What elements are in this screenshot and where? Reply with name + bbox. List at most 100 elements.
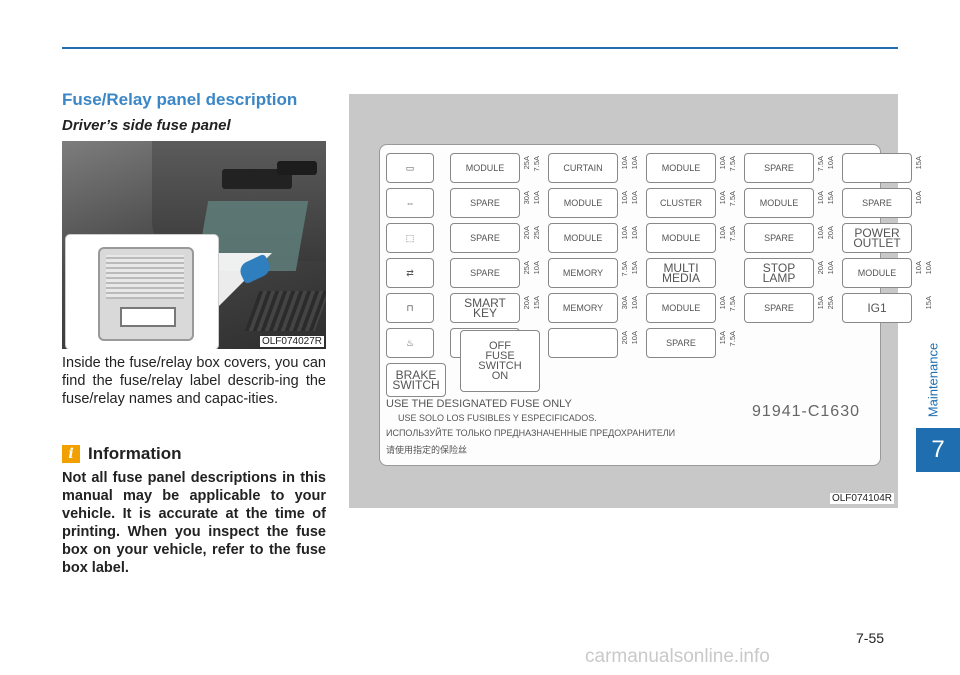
fuse-cell: MULTI MEDIA — [646, 258, 716, 288]
fuse-rating: 20A — [620, 331, 629, 345]
fuse-rating: 25A — [522, 156, 531, 170]
fuse-rating: 10A — [620, 226, 629, 240]
fuse-rating: 7.5A — [728, 191, 737, 207]
fuse-cell: CLUSTER — [646, 188, 716, 218]
page-number: 7-55 — [856, 630, 885, 646]
fuse-switch-label: FUSE SWITCH — [478, 350, 522, 372]
fuse-icon-cell: ⇔ — [386, 188, 434, 218]
fuse-rating: 20A — [522, 296, 531, 310]
fuse-rating: 7.5A — [728, 296, 737, 312]
switch-shape — [277, 161, 317, 175]
fuse-switch-on: ON — [491, 370, 509, 382]
fuse-cell: STOP LAMP — [744, 258, 814, 288]
fuse-rating: 15A — [816, 296, 825, 310]
fuse-cover-inset — [66, 235, 218, 349]
fuse-rating: 10A — [620, 191, 629, 205]
fuse-rating: 10A — [816, 191, 825, 205]
footer-line: ИСПОЛЬЗУЙТЕ ТОЛЬКО ПРЕДНАЗНАЧЕННЫЕ ПРЕДО… — [386, 428, 676, 438]
watermark: carmanualsonline.info — [585, 646, 770, 667]
fuse-cell: SPARE — [450, 258, 520, 288]
footer-line: USE SOLO LOS FUSIBLES Y ESPECIFICADOS. — [398, 413, 597, 423]
fuse-rating: 10A — [630, 331, 639, 345]
fuse-rating: 7.5A — [728, 226, 737, 242]
fuse-rating: 10A — [914, 261, 923, 275]
fuse-cell: SPARE — [842, 188, 912, 218]
fuse-rating: 10A — [826, 156, 835, 170]
fuse-icon-cell: ♨ — [386, 328, 434, 358]
fuse-rating: 25A — [522, 261, 531, 275]
fuse-cell: CURTAIN — [548, 153, 618, 183]
fuse-label-sticker — [106, 255, 184, 299]
fuse-cover — [98, 247, 194, 341]
fuse-rating: 10A — [630, 296, 639, 310]
fuse-cell: MODULE — [646, 153, 716, 183]
vent-shape — [222, 169, 292, 189]
cover-slot — [120, 307, 176, 327]
part-number: 91941-C1630 — [752, 403, 860, 420]
fuse-rating: 7.5A — [620, 261, 629, 277]
fuse-rating: 10A — [532, 261, 541, 275]
fuse-cell: MEMORY — [548, 258, 618, 288]
fuse-switch-off: OFF — [489, 340, 511, 352]
info-title: Information — [88, 444, 182, 463]
chapter-tab[interactable]: 7 — [916, 428, 960, 472]
fuse-cell: SMART KEY — [450, 293, 520, 323]
photo-code: OLF074027R — [259, 336, 324, 347]
subsection-title: Driver’s side fuse panel — [62, 117, 231, 134]
chapter-side-label: Maintenance — [925, 342, 941, 418]
fuse-cell: MODULE — [548, 223, 618, 253]
fuse-icon-cell: ▭ — [386, 153, 434, 183]
fuse-cell: POWER OUTLET — [842, 223, 912, 253]
info-heading: i Information — [62, 444, 182, 464]
fuse-icon-cell: ⊓ — [386, 293, 434, 323]
fuse-cell: SPARE — [744, 293, 814, 323]
fuse-rating: 15A — [630, 261, 639, 275]
fuse-rating: 10A — [914, 191, 923, 205]
fuse-panel-location-photo: OLF074027R — [62, 141, 326, 349]
fuse-icon-cell: ⬚ — [386, 223, 434, 253]
fuse-rating: 15A — [532, 296, 541, 310]
section-title: Fuse/Relay panel description — [62, 90, 298, 109]
diagram-code: OLF074104R — [829, 493, 894, 504]
fuse-rating: 10A — [718, 156, 727, 170]
fuse-rating: 10A — [532, 191, 541, 205]
fuse-cell: SPARE — [744, 223, 814, 253]
brake-switch-cell: BRAKE SWITCH — [386, 363, 446, 397]
fuse-cell — [548, 328, 618, 358]
fuse-rating: 7.5A — [728, 156, 737, 172]
fuse-rating: 7.5A — [816, 156, 825, 172]
fuse-cell: MODULE — [450, 153, 520, 183]
fuse-rating: 7.5A — [728, 331, 737, 347]
fuse-icon-cell: ⇄ — [386, 258, 434, 288]
fuse-rating: 10A — [718, 296, 727, 310]
fuse-rating: 10A — [630, 156, 639, 170]
fuse-cell: SPARE — [450, 223, 520, 253]
fuse-rating: 10A — [826, 261, 835, 275]
fuse-rating: 10A — [630, 191, 639, 205]
fuse-rating: 15A — [914, 156, 923, 170]
fuse-rating: 10A — [924, 261, 933, 275]
fuse-rating: 15A — [718, 331, 727, 345]
fuse-rating: 30A — [522, 191, 531, 205]
footer-line: 请使用指定的保险丝 — [386, 445, 468, 455]
fuse-rating: 15A — [924, 296, 933, 310]
fuse-rating: 20A — [816, 261, 825, 275]
fuse-cell: MODULE — [646, 293, 716, 323]
fuse-cell: MODULE — [842, 258, 912, 288]
fuse-rating: 10A — [718, 191, 727, 205]
fuse-cell: MODULE — [744, 188, 814, 218]
fuse-rating: 30A — [620, 296, 629, 310]
fuse-rating: 20A — [826, 226, 835, 240]
fuse-rating: 7.5A — [532, 156, 541, 172]
fuse-cell: SPARE — [646, 328, 716, 358]
header-rule — [62, 47, 898, 49]
fuse-rating: 10A — [816, 226, 825, 240]
fuse-cell: MEMORY — [548, 293, 618, 323]
fuse-cell: MODULE — [646, 223, 716, 253]
fuse-cell: SPARE — [450, 188, 520, 218]
fuse-rating: 10A — [620, 156, 629, 170]
fuse-rating: 15A — [826, 191, 835, 205]
fuse-rating: 25A — [826, 296, 835, 310]
